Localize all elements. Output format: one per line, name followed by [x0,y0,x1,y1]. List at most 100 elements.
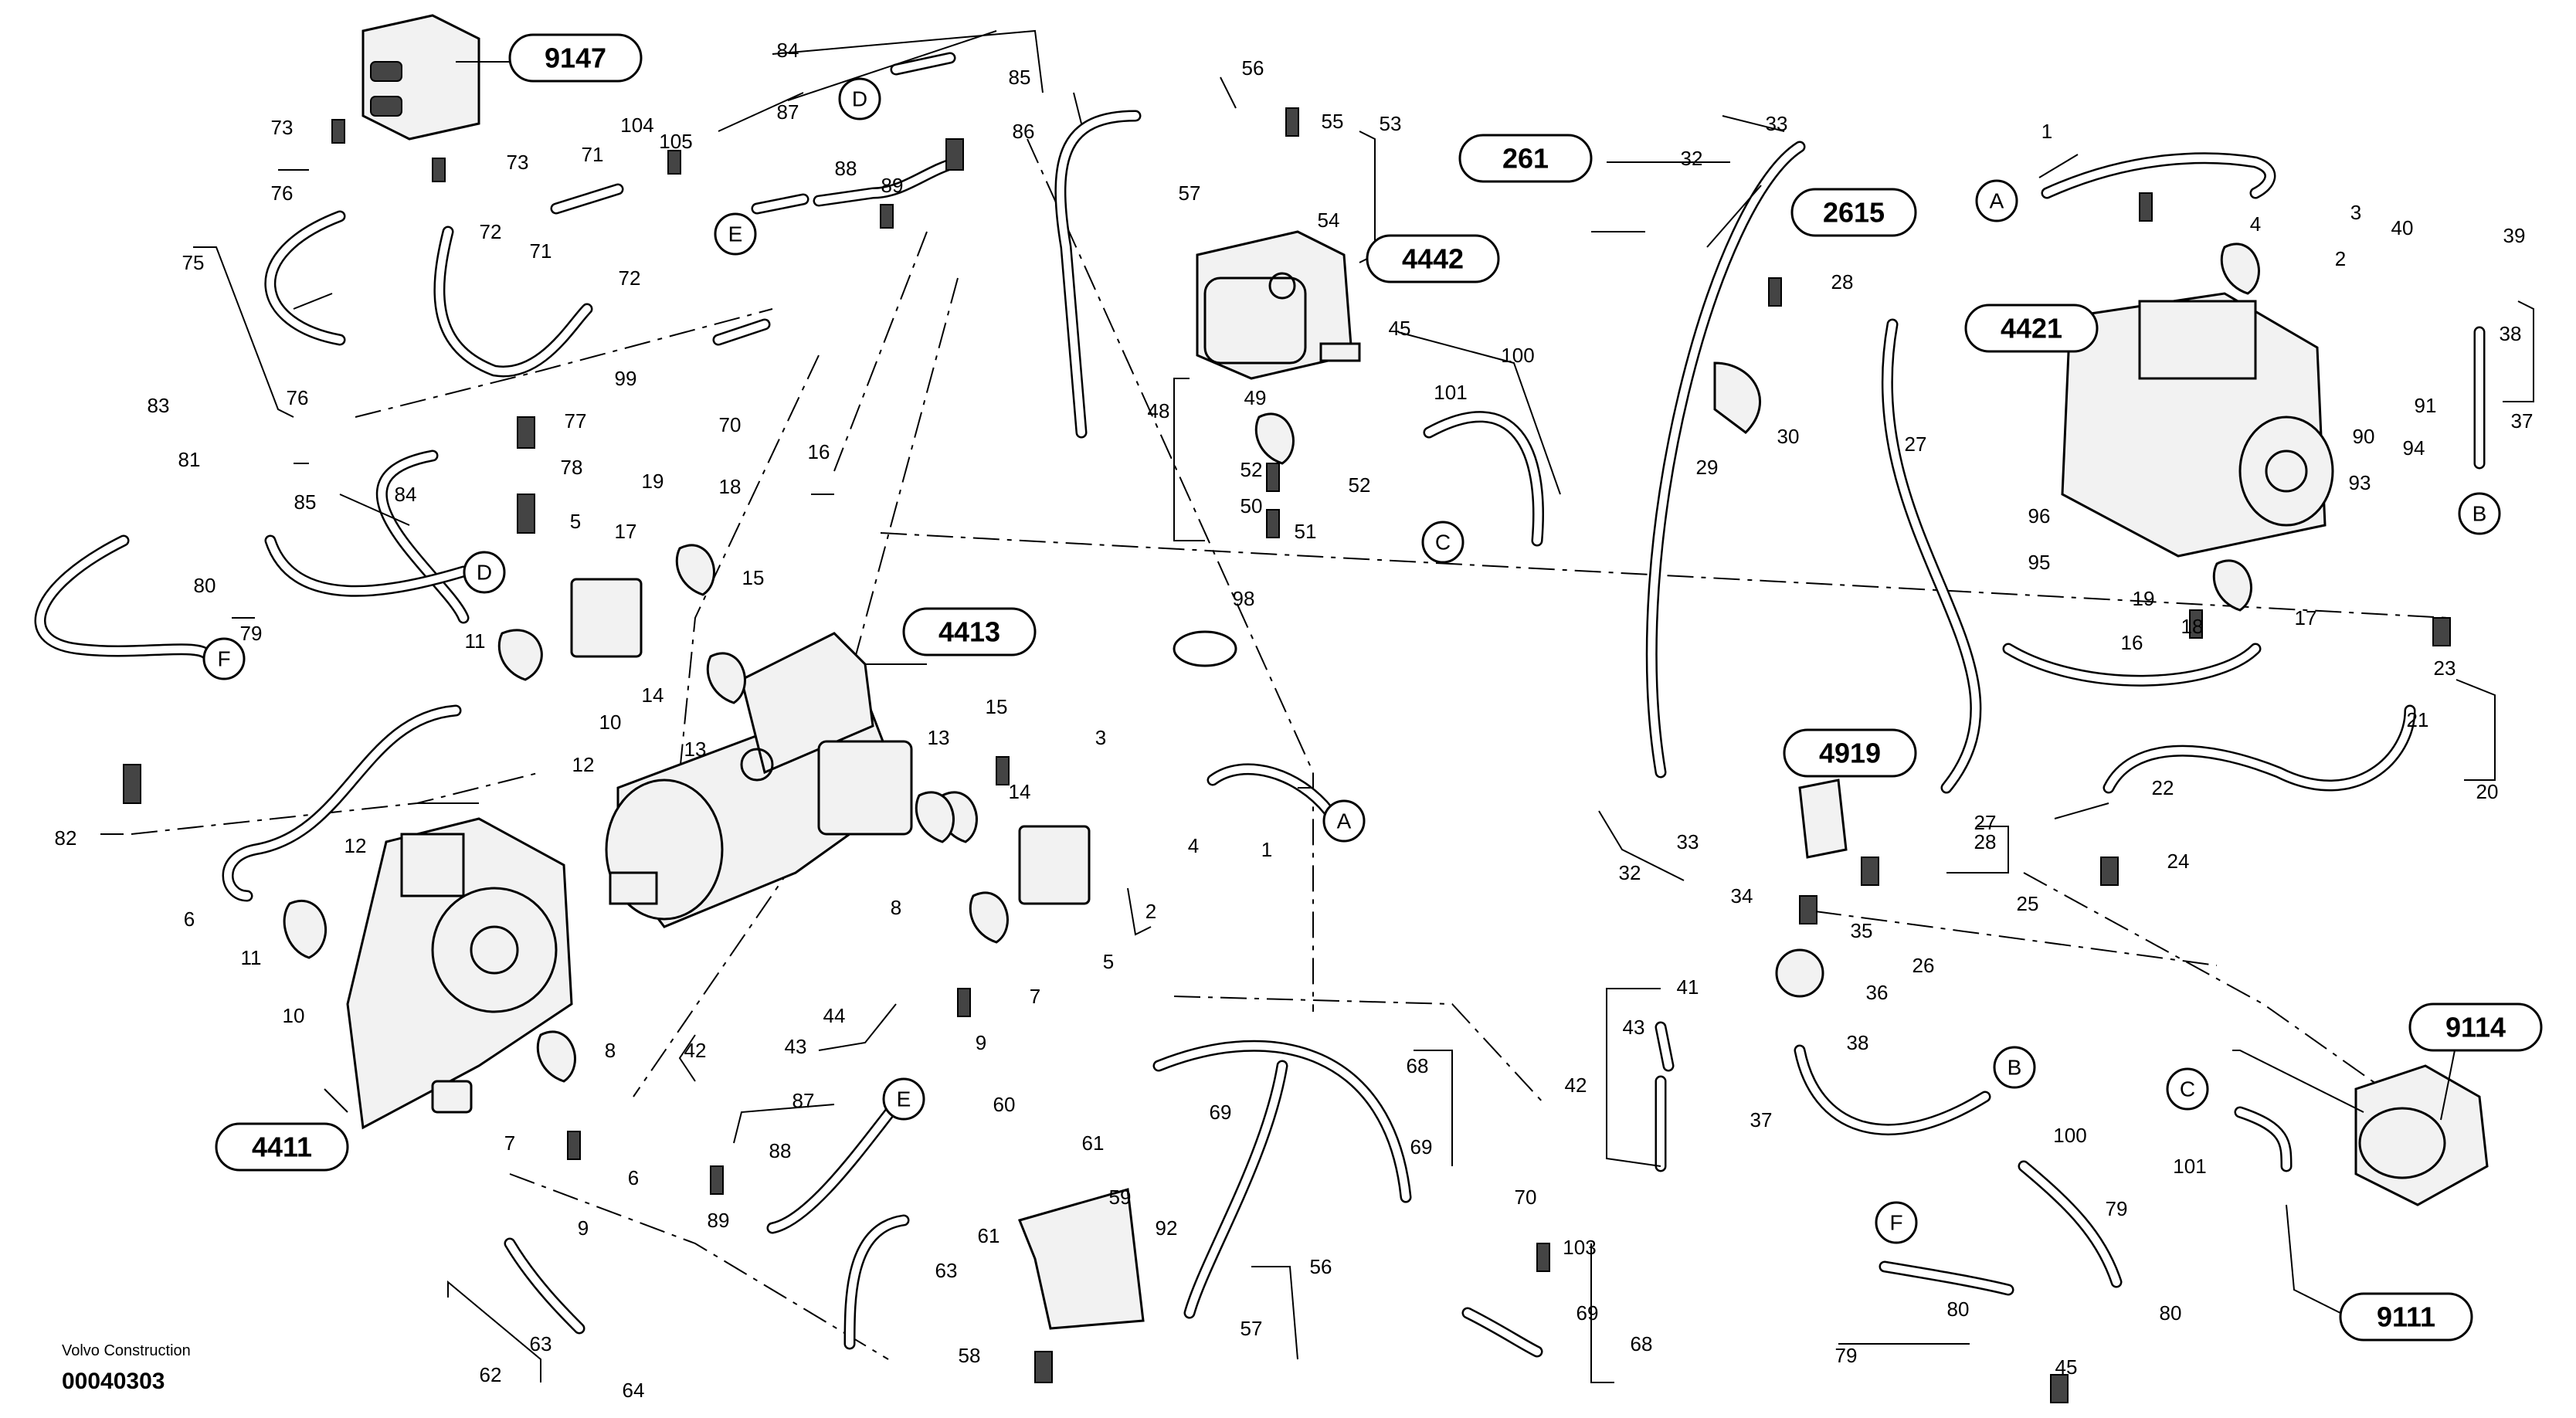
item-number-32: 32 [1681,147,1703,170]
item-number-32: 32 [1619,861,1641,884]
item-number-33: 33 [1766,112,1788,135]
item-number-28: 28 [1974,830,1997,853]
item-number-71: 71 [530,239,552,263]
item-number-92: 92 [1156,1216,1178,1240]
item-number-64: 64 [623,1379,645,1402]
item-number-6: 6 [628,1166,639,1189]
item-number-45: 45 [2055,1355,2078,1379]
item-number-19: 19 [2133,587,2155,610]
item-number-63: 63 [935,1259,958,1282]
item-number-86: 86 [1013,120,1035,143]
item-number-69: 69 [1210,1101,1232,1124]
item-number-49: 49 [1244,386,1267,409]
ref-box-4411: 4411 [215,1122,349,1172]
item-number-27: 27 [1905,433,1927,456]
small-fittings [123,107,2451,1403]
item-number-13: 13 [928,726,950,749]
item-number-5: 5 [1103,950,1114,973]
item-number-80: 80 [194,574,216,597]
item-number-93: 93 [2349,471,2371,494]
item-number-14: 14 [1009,780,1031,803]
item-number-60: 60 [993,1093,1016,1116]
item-number-87: 87 [777,100,799,124]
ref-box-9147: 9147 [508,33,643,83]
item-number-3: 3 [1095,726,1106,749]
item-number-94: 94 [2403,436,2425,460]
item-number-11: 11 [465,629,486,653]
svg-text:F: F [217,647,230,671]
item-number-75: 75 [182,251,205,274]
ref-box-4421: 4421 [1964,304,2099,353]
item-number-83: 83 [148,394,170,417]
tee-4919 [1798,779,1848,859]
item-number-41: 41 [1677,975,1699,999]
connector-F-left: F [202,637,246,680]
footer-drawing-id: 00040303 [62,1369,165,1394]
item-number-90: 90 [2353,425,2375,448]
item-number-73: 73 [507,151,529,174]
item-number-1: 1 [2041,120,2052,143]
block-5-upper [570,578,643,658]
reference-boxes: 9147 4442 261 2615 4421 4413 4919 4411 9… [215,33,2543,1342]
item-number-61: 61 [1082,1131,1105,1155]
item-number-99: 99 [615,367,637,390]
connector-B-lower: B [1993,1046,2036,1089]
ref-box-261: 261 [1458,134,1593,183]
item-number-58: 58 [959,1344,981,1367]
connector-D-top: D [838,77,881,120]
ref-label-9147: 9147 [545,42,606,74]
item-number-7: 7 [504,1131,515,1155]
item-number-33: 33 [1677,830,1699,853]
valve-9114 [2354,1064,2489,1206]
item-number-37: 37 [2511,409,2534,433]
item-number-61: 61 [978,1224,1000,1247]
item-number-68: 68 [1407,1054,1429,1077]
item-number-72: 72 [619,266,641,290]
ref-label-4413: 4413 [938,616,1000,648]
item-number-45: 45 [1389,317,1411,340]
hoses [34,52,2486,1358]
ref-label-9111: 9111 [2377,1301,2435,1333]
svg-text:C: C [2180,1077,2195,1101]
item-number-82: 82 [55,826,77,850]
item-number-12: 12 [572,753,595,776]
item-number-59: 59 [1109,1186,1132,1209]
item-number-79: 79 [240,622,263,645]
item-number-101: 101 [1434,381,1467,404]
connector-C-top: C [1421,521,1464,564]
item-number-9: 9 [578,1216,589,1240]
ref-label-4919: 4919 [1819,738,1881,769]
item-number-69: 69 [1576,1301,1599,1325]
leaders [100,29,2534,1383]
item-number-85: 85 [1009,66,1031,89]
clamp-98 [1173,630,1237,667]
connector-circles: A A B B C C D D E E F F [202,77,2501,1244]
svg-text:C: C [1435,531,1451,555]
svg-text:E: E [897,1087,911,1111]
footer-company: Volvo Construction [62,1342,191,1359]
item-number-76: 76 [271,181,294,205]
item-number-91: 91 [2415,394,2437,417]
svg-text:A: A [1990,189,2004,213]
item-number-79: 79 [1835,1344,1858,1367]
item-number-84: 84 [777,39,799,62]
item-number-23: 23 [2434,656,2456,680]
item-number-101: 101 [2173,1155,2206,1178]
svg-text:B: B [2008,1056,2022,1080]
connector-A-mid: A [1322,799,1366,843]
item-number-12: 12 [344,834,367,857]
cross-36 [1775,948,1824,998]
item-number-84: 84 [395,483,417,506]
item-number-11: 11 [241,946,262,969]
item-number-43: 43 [1623,1016,1645,1039]
item-number-35: 35 [1851,919,1873,942]
item-number-20: 20 [2476,780,2499,803]
item-number-13: 13 [684,738,707,761]
item-number-70: 70 [1515,1186,1537,1209]
connector-D-mid: D [463,551,506,594]
item-number-89: 89 [881,174,904,197]
item-number-3: 3 [2350,201,2361,224]
item-number-53: 53 [1380,112,1402,135]
item-number-18: 18 [719,475,742,498]
